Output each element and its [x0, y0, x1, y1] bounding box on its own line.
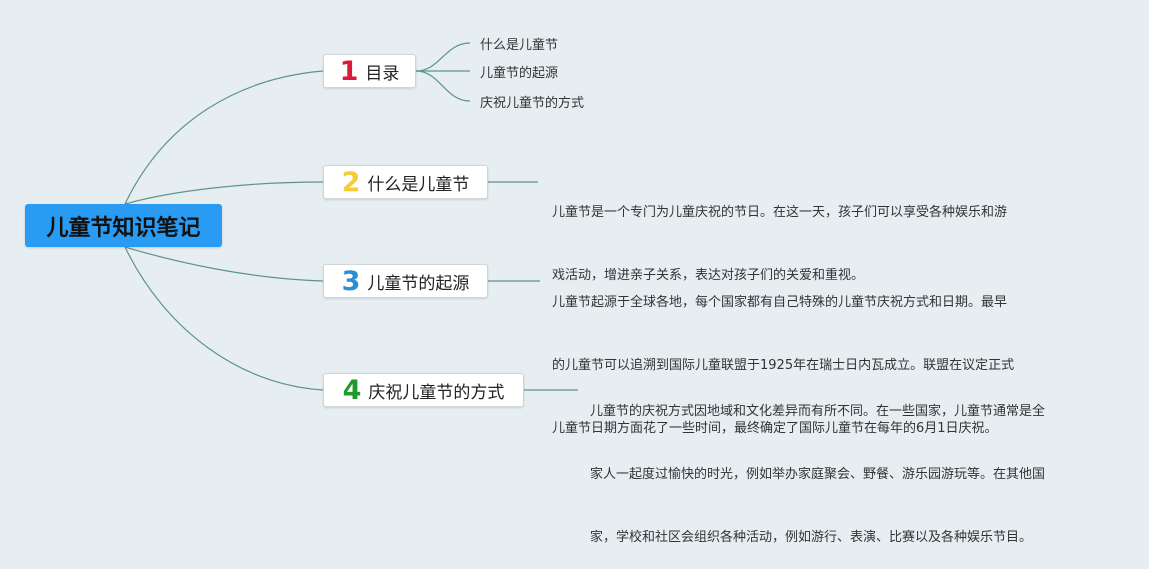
root-label: 儿童节知识笔记	[46, 215, 201, 241]
note-line: 戏活动，增进亲子关系，表达对孩子们的关爱和重视。	[552, 268, 865, 283]
branch-node-what-is[interactable]: 2 什么是儿童节	[323, 165, 488, 199]
note-line: 的儿童节可以追溯到国际儿童联盟于1925年在瑞士日内瓦成立。联盟在议定正式	[552, 358, 1015, 373]
connector-root-branch-4	[124, 246, 324, 391]
toc-item[interactable]: 庆祝儿童节的方式	[480, 96, 585, 111]
branch-number: 3	[341, 265, 361, 297]
note-line: 家，学校和社区会组织各种活动，例如游行、表演、比赛以及各种娱乐节目。	[590, 530, 1033, 545]
branch-label: 庆祝儿童节的方式	[368, 382, 505, 403]
branch-node-toc[interactable]: 1 目录	[323, 54, 416, 88]
note-line: 家人一起度过愉快的时光，例如举办家庭聚会、野餐、游乐园游玩等。在其他国	[590, 467, 1046, 482]
connector-root-branch-3	[124, 246, 324, 282]
connector-toc-1	[415, 42, 471, 72]
branch-node-celebration[interactable]: 4 庆祝儿童节的方式	[323, 373, 524, 407]
note-line: 儿童节的庆祝方式因地域和文化差异而有所不同。在一些国家，儿童节通常是全	[590, 404, 1046, 419]
connector-toc-3	[415, 70, 471, 102]
root-node[interactable]: 儿童节知识笔记	[25, 204, 222, 247]
branch-label: 儿童节的起源	[367, 273, 470, 294]
branch-label: 目录	[365, 63, 400, 84]
toc-item[interactable]: 什么是儿童节	[480, 38, 559, 53]
branch-label: 什么是儿童节	[367, 174, 470, 195]
connector-root-branch-1	[124, 70, 324, 205]
note-what-is[interactable]: 儿童节是一个专门为儿童庆祝的节日。在这一天，孩子们可以享受各种娱乐和游 戏活动，…	[552, 160, 1007, 307]
note-line: 儿童节是一个专门为儿童庆祝的节日。在这一天，孩子们可以享受各种娱乐和游	[552, 205, 1008, 220]
connector-lines	[124, 42, 578, 391]
note-origin[interactable]: 儿童节起源于全球各地，每个国家都有自己特殊的儿童节庆祝方式和日期。最早 的儿童节…	[552, 250, 1014, 460]
branch-number: 4	[342, 374, 362, 406]
branch-number: 2	[341, 166, 361, 198]
note-celebration[interactable]: 儿童节的庆祝方式因地域和文化差异而有所不同。在一些国家，儿童节通常是全 家人一起…	[590, 359, 1045, 569]
note-line: 儿童节起源于全球各地，每个国家都有自己特殊的儿童节庆祝方式和日期。最早	[552, 295, 1008, 310]
connector-root-branch-2	[124, 181, 324, 205]
branch-node-origin[interactable]: 3 儿童节的起源	[323, 264, 488, 298]
note-line: 儿童节日期方面花了一些时间，最终确定了国际儿童节在每年的6月1日庆祝。	[552, 421, 998, 436]
branch-number: 1	[339, 55, 359, 87]
toc-item[interactable]: 儿童节的起源	[480, 66, 559, 81]
